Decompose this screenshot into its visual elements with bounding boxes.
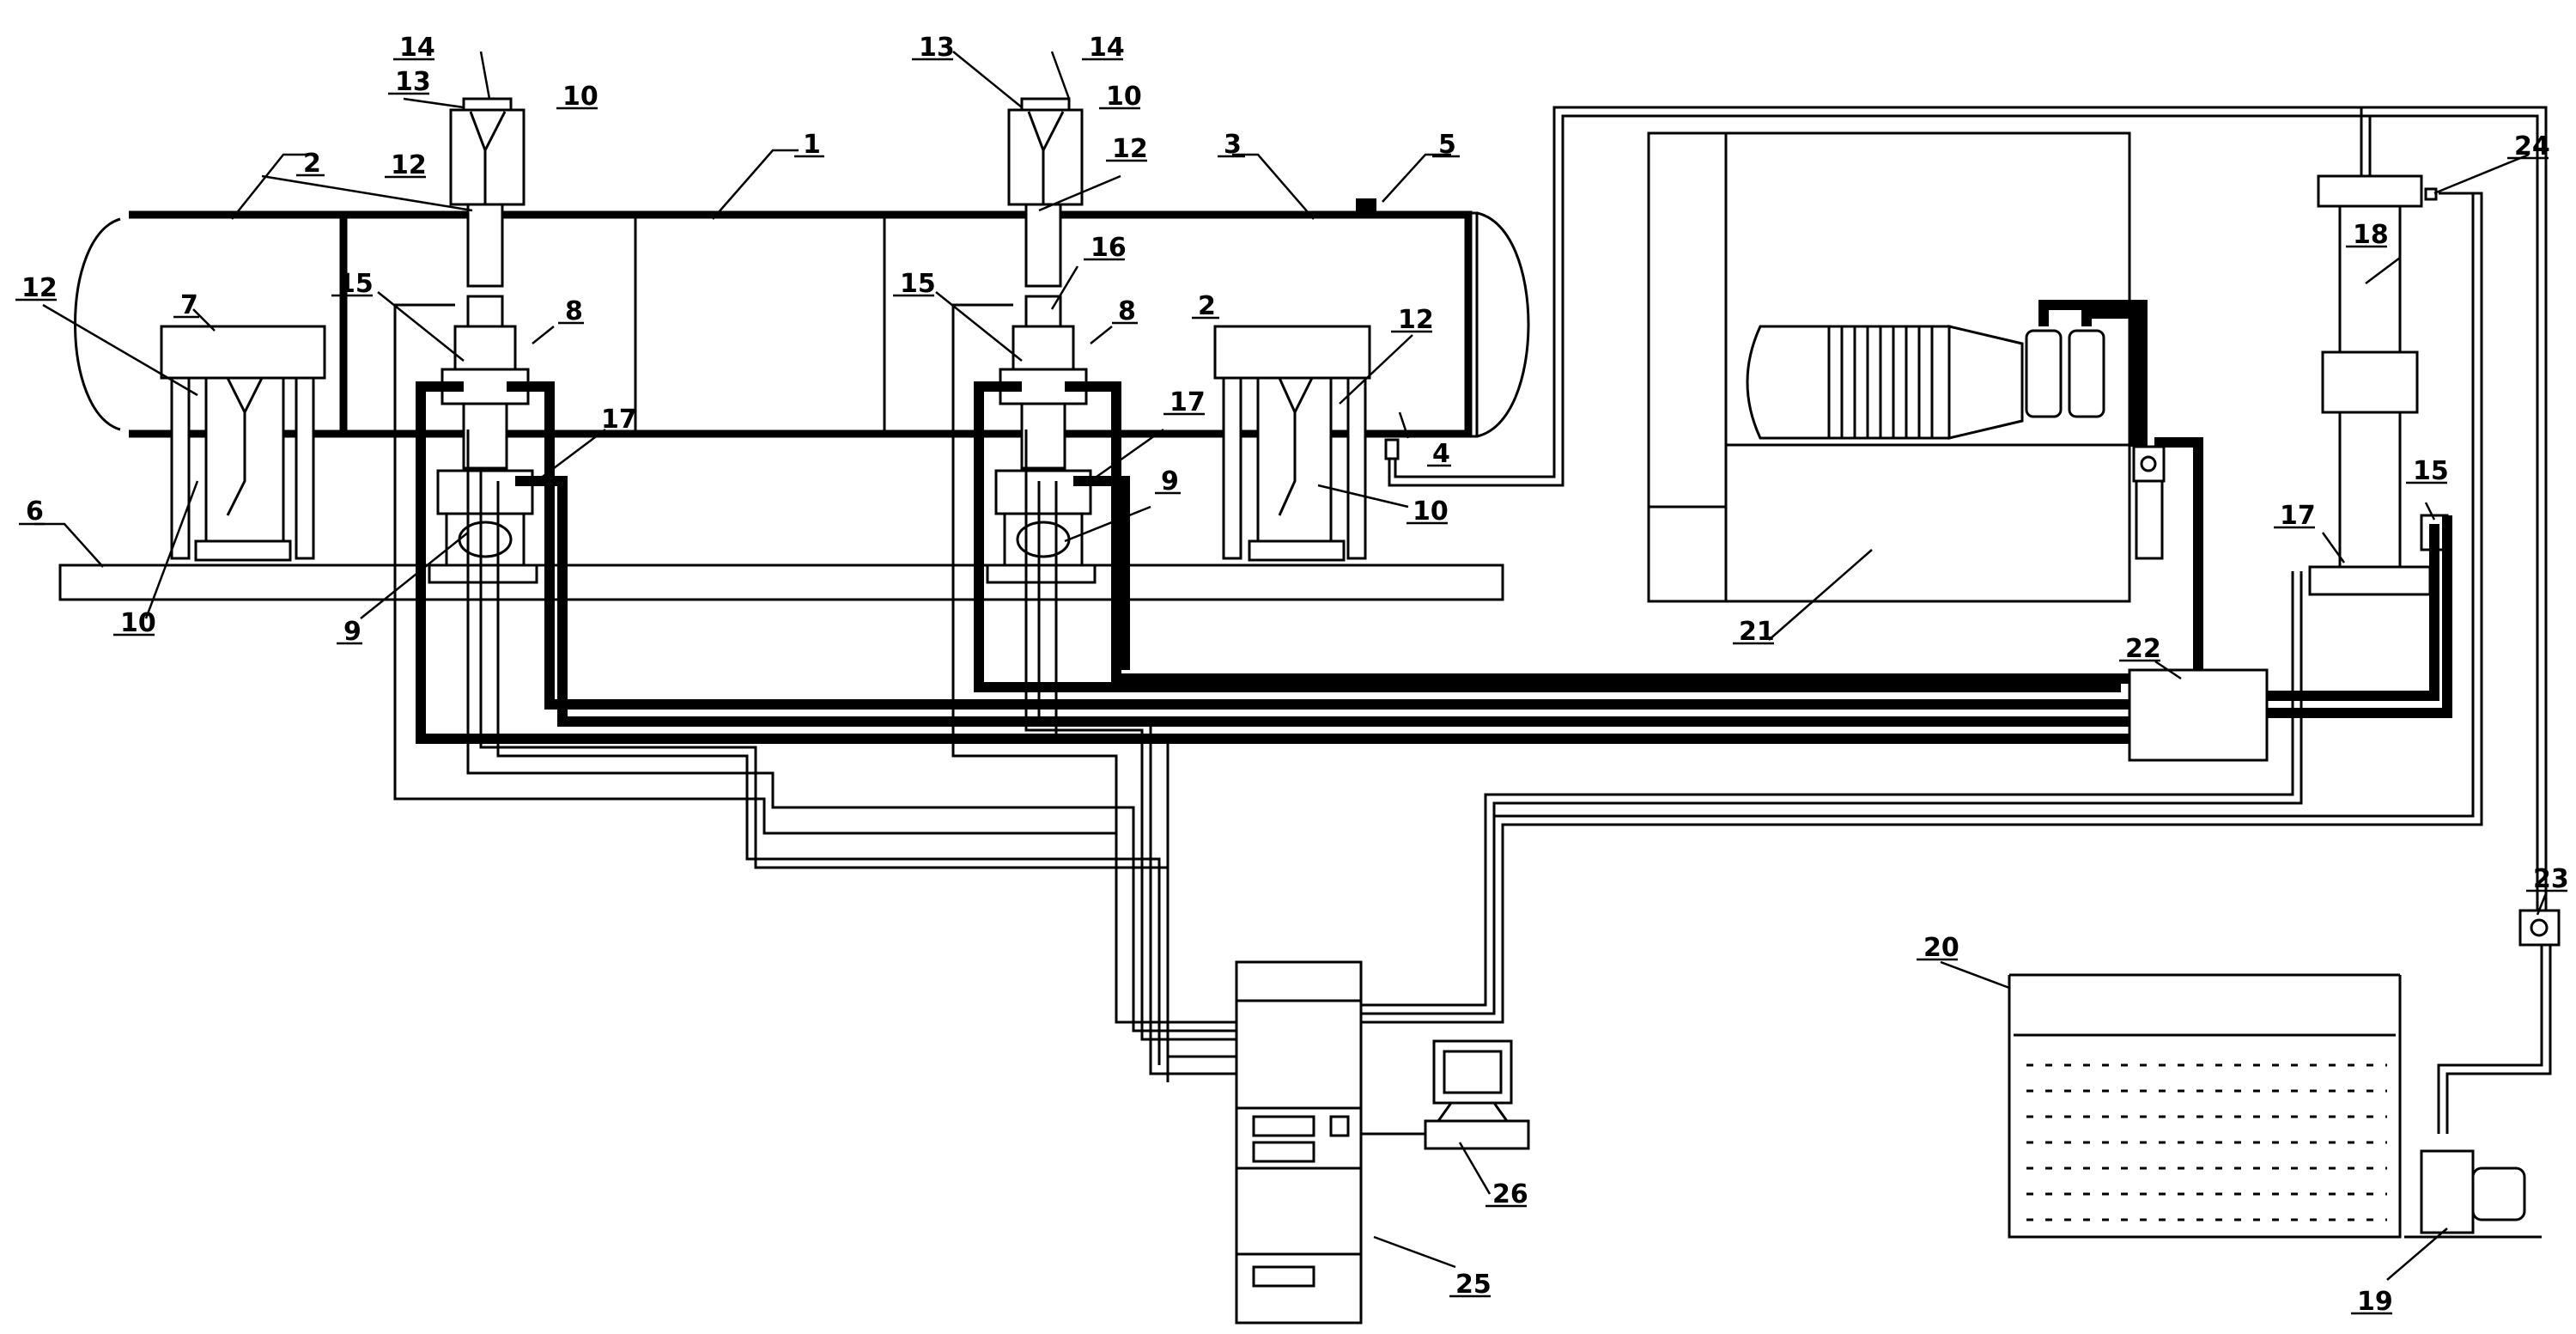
label-22: 22 [2125, 634, 2161, 664]
label-4: 4 [1432, 439, 1450, 469]
label-14-left: 14 [399, 33, 435, 63]
hydraulic-power-unit [1647, 131, 2166, 603]
label-9-right: 9 [1161, 466, 1179, 496]
label-15-left: 15 [337, 269, 374, 299]
left-actuator-stack [428, 97, 538, 584]
module-22 [2128, 668, 2269, 762]
right-actuator-stack [986, 97, 1097, 584]
label-26: 26 [1492, 1179, 1528, 1209]
controller-lines [479, 468, 1236, 1082]
label-17-mid: 17 [1170, 387, 1206, 417]
label-5: 5 [1438, 130, 1456, 160]
label-16: 16 [1091, 233, 1127, 263]
label-2-left: 2 [303, 149, 321, 179]
left-press-fixture [160, 325, 326, 562]
label-19: 19 [2357, 1287, 2393, 1317]
controller-cabinet [1235, 960, 1363, 1325]
pump-19 [2404, 1149, 2542, 1239]
label-1: 1 [803, 130, 821, 160]
label-15-mid: 15 [900, 269, 936, 299]
reference-labels: 1 2 2 3 4 5 6 7 8 8 9 9 10 10 10 10 12 1… [21, 33, 2569, 1317]
label-14-right: 14 [1089, 33, 1125, 63]
label-10-right: 10 [1413, 496, 1449, 527]
label-13-right: 13 [919, 33, 955, 63]
label-12-left: 12 [21, 273, 58, 303]
label-7: 7 [180, 290, 198, 320]
water-tank [2008, 973, 2402, 1239]
label-10-top-right: 10 [1106, 82, 1142, 112]
leader-lines [34, 51, 2548, 1281]
label-12-right: 12 [1398, 305, 1434, 335]
label-18: 18 [2353, 220, 2389, 250]
label-13-left: 13 [395, 67, 431, 97]
computer-26 [1361, 1039, 1530, 1150]
label-17-right: 17 [2280, 501, 2316, 531]
label-15-right: 15 [2413, 456, 2449, 486]
label-20: 20 [1923, 933, 1959, 963]
label-2-right: 2 [1198, 291, 1216, 321]
pressure-tank [74, 198, 1530, 460]
label-10-top-left: 10 [562, 82, 598, 112]
label-23: 23 [2533, 864, 2569, 894]
label-10-lower-left: 10 [120, 608, 156, 638]
label-3: 3 [1224, 130, 1242, 160]
label-17-left: 17 [601, 405, 637, 435]
label-underlines [15, 58, 2567, 1315]
label-21: 21 [1739, 617, 1775, 647]
label-8-right: 8 [1118, 296, 1136, 326]
label-12-upper-left: 12 [391, 150, 427, 180]
label-12-upper-right: 12 [1112, 134, 1148, 164]
label-9-left: 9 [343, 617, 361, 647]
label-8-left: 8 [565, 296, 583, 326]
label-6: 6 [26, 496, 44, 527]
label-25: 25 [1455, 1270, 1492, 1300]
label-24: 24 [2514, 131, 2550, 161]
valve-23 [2518, 909, 2561, 947]
base-plate [58, 563, 1504, 601]
right-press-fixture [1213, 325, 1371, 562]
thin-piping [393, 106, 2552, 1196]
